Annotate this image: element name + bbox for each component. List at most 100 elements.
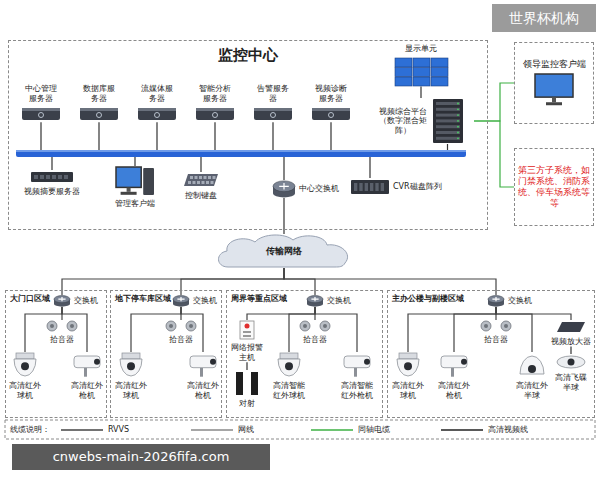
icon-part [300,321,310,331]
icon-part [254,108,292,111]
node-label: 显示单元 [401,44,441,54]
icon-part [173,296,189,303]
icon-part [34,175,38,179]
alarm-icon [239,320,255,340]
network-bus [16,150,466,157]
switch-icon [172,295,190,307]
dome-icon [10,352,40,378]
icon-part [557,322,585,332]
bus-drop-wire [134,157,135,166]
icon-part [191,429,233,431]
node-label: 视频诊断服务器 [313,84,349,103]
icon-part [413,67,430,76]
amp-icon [556,320,586,334]
icon-part [364,359,370,365]
icon-part [236,372,243,395]
node-label: 视频综合平台（数字混合矩阵） [378,107,428,136]
video-platform: 视频综合平台（数字混合矩阵） [368,98,474,144]
server-icon-box: 中心管理服务器 [14,84,68,122]
icon-part [213,176,216,179]
node-label: 高清红外枪机 [70,381,104,400]
icon-part [433,99,463,143]
camera: 高清智能红外球机 [272,352,306,400]
camera: 高清红外半球 [515,352,549,400]
icon-part [431,67,448,76]
icon-part [436,108,460,111]
server-icon-box: 告警服务器 [246,84,300,122]
icon-part [50,324,54,328]
icon-part [303,324,307,328]
icon-part [22,108,60,120]
icon-part [323,324,327,328]
node-label: 中心管理服务器 [23,84,59,103]
icon-part [344,356,370,368]
server-icon [195,106,235,122]
icon-part [240,321,254,339]
connector [474,121,514,187]
icon-part [84,368,87,377]
rack-icon [431,98,465,144]
icon-part [254,108,292,120]
camera: 高清智能红外枪机 [340,352,374,400]
icon-part [431,58,448,67]
icon-part [16,353,34,359]
region-box: 地下停车库区域交换机拾音器高清红外球机高清红外枪机 [110,290,222,418]
server-icon [79,106,119,122]
icon-part [279,183,289,189]
icon-part [436,102,460,105]
server-icon [137,106,177,122]
legend-line-sample [60,425,104,435]
icon-part [271,113,276,118]
disk-array: CVR磁盘阵列 [350,178,390,196]
icon-part [196,108,234,111]
icon-part [285,362,293,370]
icon-part [311,429,353,431]
switch-icon: 交换机 [487,295,505,307]
bus-drop-wire [98,122,99,150]
legend-frame [5,420,595,439]
bus-drops [41,122,448,180]
icon-part [94,359,100,365]
connector [420,87,421,98]
icon-part [210,359,216,365]
icon-part [413,77,430,86]
legend-line-sample [310,425,354,435]
icon-part [404,362,412,370]
node-label: 高清红外半球 [515,381,549,400]
node-label: 智能分析服务器 [197,84,233,103]
alarm-host: 网络报警主机 [229,320,265,362]
microphone: 拾音器 [45,320,79,345]
switch-icon [53,295,71,307]
icon-part [52,175,56,179]
icon-part [127,362,135,370]
switch-icon [272,180,296,198]
icon-part [395,58,412,67]
icon-part [451,368,454,377]
node-label: 视频放大器 [551,337,591,347]
icon-part [359,183,362,191]
microphone: 拾音器 [164,320,198,345]
area-title: 周界等重点区域 [227,291,382,307]
icon-part [80,108,118,111]
icon-part [204,176,207,179]
icon-part [243,335,251,337]
icon-part [457,114,459,116]
node-label: 高清智能红外球机 [272,381,306,400]
icon-part [278,359,300,376]
microphone: 拾音器 [298,320,332,345]
icon-part [80,108,118,120]
beam-detector: 对射 [229,370,265,409]
icon-part [457,132,459,134]
node-label: 拾音器 [45,335,79,345]
icon-part [436,137,460,140]
icon-part [395,67,412,76]
icon-part [64,175,68,179]
icon-part [14,359,36,376]
icon-part [184,174,218,186]
icon-part [186,321,196,331]
icon-part [138,108,176,111]
display-unit: 显示单元 [390,44,452,87]
bus-drop-wire [200,157,201,172]
icon-part [436,119,460,122]
icon-part [31,172,73,182]
